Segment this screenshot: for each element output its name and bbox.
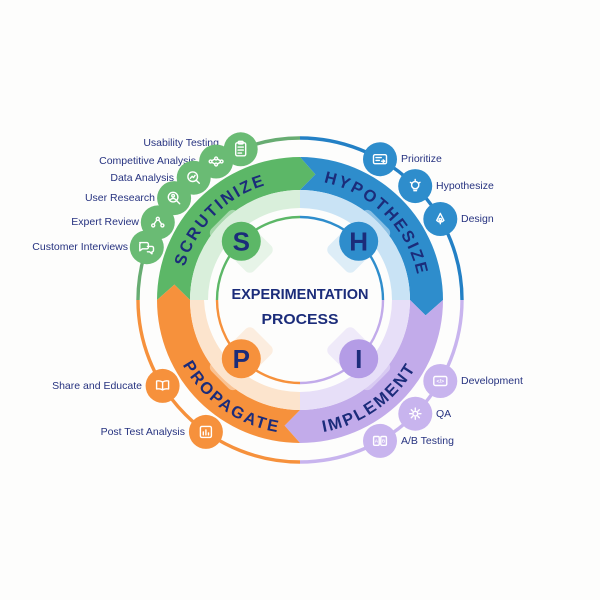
hypothesize-letter: H [349, 227, 368, 257]
org-chart-icon [151, 216, 165, 228]
center-title: EXPERIMENTATION PROCESS [232, 286, 369, 328]
code-glyph: </> [437, 379, 445, 385]
pen-nib-icon [435, 212, 445, 225]
magnifier-chart-icon [187, 171, 200, 184]
ab-glyph-b: B [382, 439, 386, 444]
satellite-label: Prioritize [401, 153, 442, 165]
implement-pale-band [300, 300, 410, 410]
satellite-label: Hypothesize [436, 180, 494, 192]
satellite-item: Expert Review [71, 205, 175, 240]
satellite-label: Development [461, 375, 523, 387]
open-book-icon [155, 380, 170, 391]
satellite-item: Hypothesize [398, 169, 494, 204]
magnifier-person-icon [167, 191, 181, 205]
satellite-circle [398, 169, 433, 204]
pale-ring [190, 190, 410, 410]
satellite-item: Design [423, 202, 494, 236]
satellite-label: Design [461, 213, 494, 225]
satellite-label: Expert Review [71, 216, 139, 228]
hypothesize-band [300, 157, 443, 316]
satellite-label: A/B Testing [401, 435, 454, 447]
process-ring [157, 157, 443, 443]
satellite-circle [398, 396, 433, 431]
satellite-circle [363, 142, 397, 177]
lightbulb-icon [409, 178, 421, 192]
satellite-label: Usability Testing [143, 137, 219, 149]
satellite-item: User Research [85, 181, 192, 216]
chart-board-icon [199, 425, 213, 439]
hypothesize-letter-circle [339, 221, 379, 261]
satellite-label: User Research [85, 192, 155, 204]
satellite-label: QA [436, 408, 451, 420]
implement-letter-circle [339, 339, 379, 379]
gear-icon [408, 407, 422, 421]
letter-circles: S H I P [221, 221, 379, 379]
speech-bubbles-icon [139, 241, 155, 255]
propagate-band [157, 284, 300, 443]
implement-band [284, 300, 443, 443]
satellite-item: Share and Educate [52, 368, 180, 403]
satellite-group-propagate: Share and Educate Post Test Analysis [52, 368, 223, 449]
satellite-label: Post Test Analysis [101, 426, 185, 438]
propagate-letter: P [233, 344, 250, 374]
priority-list-icon [372, 153, 388, 165]
center-title-line1: EXPERIMENTATION [232, 286, 369, 303]
code-window-icon: </> [433, 375, 448, 387]
satellite-group-implement: </> Development QA A B A/B Testing [363, 364, 523, 458]
satellite-item: </> Development [423, 364, 523, 398]
propagate-pale-band [190, 300, 300, 410]
satellite-label: Competitive Analysis [99, 155, 196, 167]
ab-split-icon: A B [372, 435, 388, 446]
satellite-group-scrutinize: Usability Testing Competitive Analysis D… [32, 132, 258, 265]
satellite-circle [423, 364, 458, 398]
scrutinize-letter-circle [221, 221, 261, 261]
satellite-item: Customer Interviews [32, 230, 164, 265]
satellite-item: Prioritize [363, 142, 442, 177]
satellite-group-hypothesize: Prioritize Hypothesize Design [363, 142, 494, 236]
satellite-label: Share and Educate [52, 380, 142, 392]
clipboard-icon [234, 140, 247, 157]
scrutinize-letter: S [233, 227, 250, 257]
satellite-item: Post Test Analysis [101, 414, 223, 449]
ab-glyph-a: A [375, 439, 379, 444]
propagate-connector-arc [136, 299, 301, 464]
propagate-letter-circle [221, 339, 261, 379]
satellite-circle [129, 230, 164, 265]
satellite-item: QA [398, 396, 451, 431]
network-nodes-icon [208, 156, 224, 167]
satellite-circle [363, 423, 397, 458]
center-title-line2: PROCESS [262, 311, 339, 328]
satellite-item: A B A/B Testing [363, 423, 454, 458]
scrutinize-band [157, 157, 316, 300]
hypothesize-pale-band [300, 190, 410, 300]
satellite-label: Data Analysis [110, 172, 174, 184]
implement-letter: I [355, 344, 362, 374]
scrutinize-pale-band [190, 190, 300, 300]
satellite-label: Customer Interviews [32, 241, 128, 253]
